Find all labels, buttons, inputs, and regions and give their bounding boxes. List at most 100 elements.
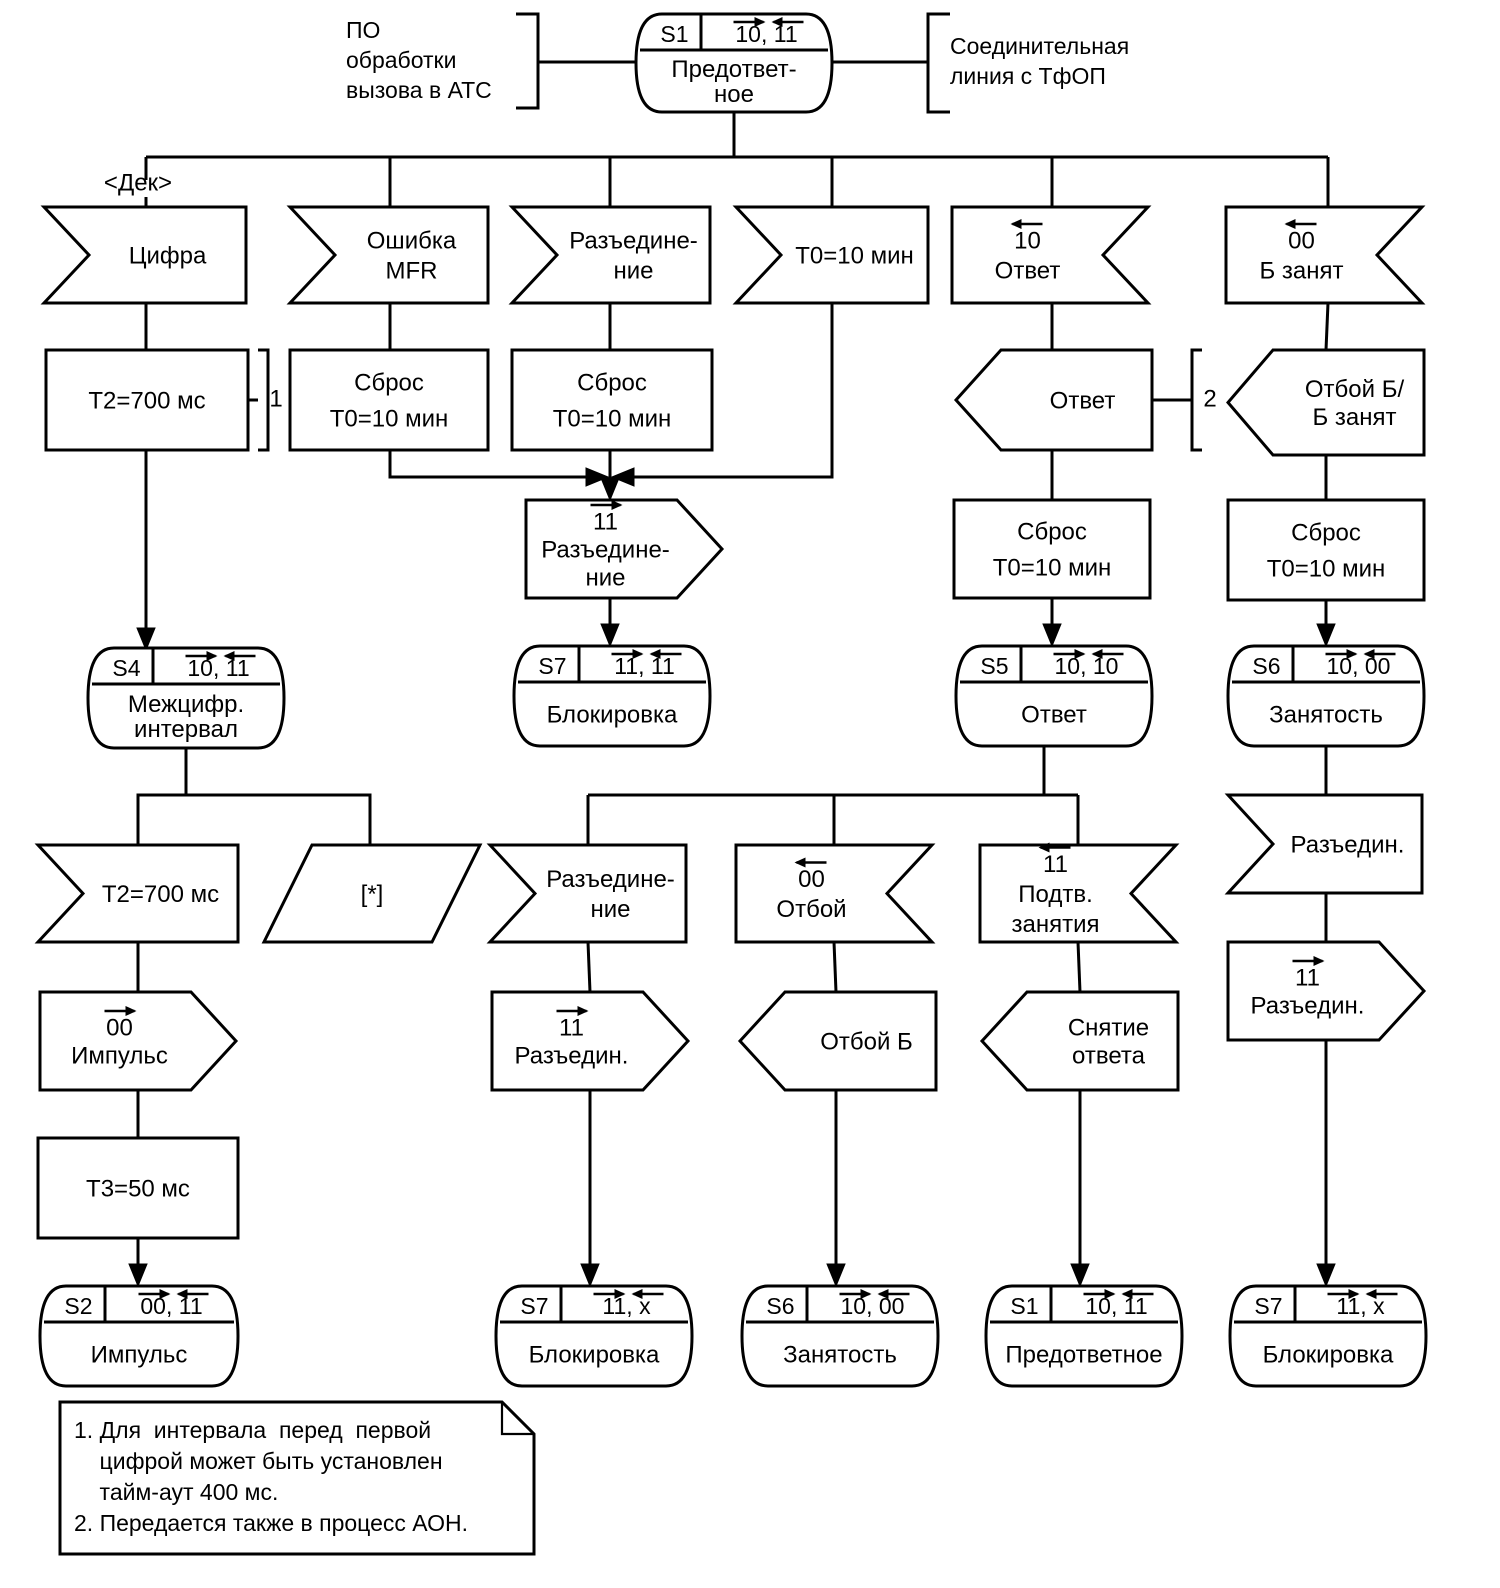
state-id: S5 xyxy=(980,653,1008,679)
input-outline xyxy=(486,843,688,944)
right-boundary-label: линия с ТфОП xyxy=(950,63,1106,89)
arrow-right-icon xyxy=(138,1289,171,1299)
notes-comment: 1. Для интервала перед первой цифрой мож… xyxy=(58,1400,536,1556)
arrow-left-icon xyxy=(1038,842,1071,853)
state-name: Занятость xyxy=(783,1341,897,1368)
output-clear-b: Отбой Б xyxy=(737,990,938,1092)
branch-label: <Дек> xyxy=(104,169,172,196)
output-outline xyxy=(953,348,1154,452)
arrow-left-icon xyxy=(1365,1289,1398,1299)
arrowhead-icon xyxy=(1070,1263,1090,1288)
state-id: S6 xyxy=(1252,653,1280,679)
input-label: Разъедине- xyxy=(546,866,675,893)
state-signals: 10, 11 xyxy=(1085,1293,1147,1319)
left-boundary-bracket xyxy=(516,12,540,110)
task-outline xyxy=(36,1136,240,1240)
arrow-tip xyxy=(860,1289,872,1299)
input-outline xyxy=(286,205,490,305)
signal-code: 10 xyxy=(1014,227,1041,254)
note-line: цифрой может быть установлен xyxy=(74,1448,443,1474)
state-name: Межцифр. xyxy=(128,691,244,718)
arrow-right-icon xyxy=(1083,1289,1116,1299)
arrow-tip xyxy=(206,651,218,661)
arrowhead-icon xyxy=(136,627,156,652)
note2-bracket xyxy=(1190,348,1202,452)
output-label: Разъедине- xyxy=(541,536,670,563)
state-outline xyxy=(38,1284,240,1388)
input-outline xyxy=(1224,793,1424,895)
output-label: Ответ xyxy=(1050,387,1116,414)
input-label: ние xyxy=(590,896,630,923)
task-label: Сброс xyxy=(354,369,424,396)
state-name: Блокировка xyxy=(1263,1341,1394,1368)
left-boundary-label: обработки xyxy=(346,47,456,73)
input-digit: Цифра xyxy=(40,205,248,305)
note2-marker: 2 xyxy=(1203,385,1216,412)
output-outline xyxy=(979,990,1180,1092)
save-outline xyxy=(261,843,483,944)
arrow-right-icon xyxy=(1292,956,1325,966)
state-signals: 10, 10 xyxy=(1055,653,1119,679)
arrow-left-icon xyxy=(631,1289,664,1299)
save-symbol: [*] xyxy=(261,843,483,944)
output-label: ние xyxy=(585,564,625,591)
note1-marker: 1 xyxy=(269,385,282,412)
state-id: S1 xyxy=(1010,1293,1038,1319)
output-label: Снятие xyxy=(1068,1014,1149,1041)
signal-code: 00 xyxy=(1288,227,1315,254)
task-label: T0=10 мин xyxy=(1267,555,1386,582)
input-label: занятия xyxy=(1012,911,1100,938)
task-label: T0=10 мин xyxy=(330,405,449,432)
state-outline xyxy=(86,646,286,750)
task-label: Сброс xyxy=(577,369,647,396)
state-signals: 10, 00 xyxy=(1327,653,1391,679)
task-outline xyxy=(1226,498,1426,602)
state-id: S4 xyxy=(112,655,140,681)
arrow-tip xyxy=(1121,1289,1133,1299)
state-id: S6 xyxy=(766,1293,794,1319)
state-name: Занятость xyxy=(1269,701,1383,728)
input-outline xyxy=(978,843,1180,944)
output-outline xyxy=(1226,348,1426,457)
save-label: [*] xyxy=(361,881,384,908)
task-t2-set: T2=700 мс xyxy=(44,348,250,452)
output-label: Разъедин. xyxy=(1251,992,1365,1019)
signal-code: 11 xyxy=(593,508,618,535)
state-outline xyxy=(1228,1284,1428,1388)
state-name: Предответ- xyxy=(671,56,796,83)
input-label: Подтв. xyxy=(1018,881,1092,908)
arrow-tip xyxy=(1346,649,1358,659)
arrow-tip xyxy=(1038,842,1050,853)
input-label: Б занят xyxy=(1259,257,1343,284)
t0-merge xyxy=(634,303,834,479)
input-label: Цифра xyxy=(129,242,207,269)
output-label: Разъедин. xyxy=(515,1042,629,1069)
state-signals: 11, x xyxy=(602,1293,651,1319)
arrow-tip xyxy=(1074,649,1086,659)
note-outline xyxy=(58,1400,536,1556)
input-label: T2=700 мс xyxy=(102,881,219,908)
state-signals: 10, 11 xyxy=(735,21,797,47)
state-name: интервал xyxy=(134,716,238,743)
input-label: Разъедине- xyxy=(569,227,698,254)
clear-to-out xyxy=(832,941,838,993)
right-boundary-bracket xyxy=(926,12,950,114)
input-outline xyxy=(40,205,248,305)
input-outline xyxy=(1224,205,1426,305)
task-label: T3=50 мс xyxy=(86,1175,190,1202)
arrow-tip xyxy=(159,1289,171,1299)
input-outline xyxy=(734,843,936,944)
